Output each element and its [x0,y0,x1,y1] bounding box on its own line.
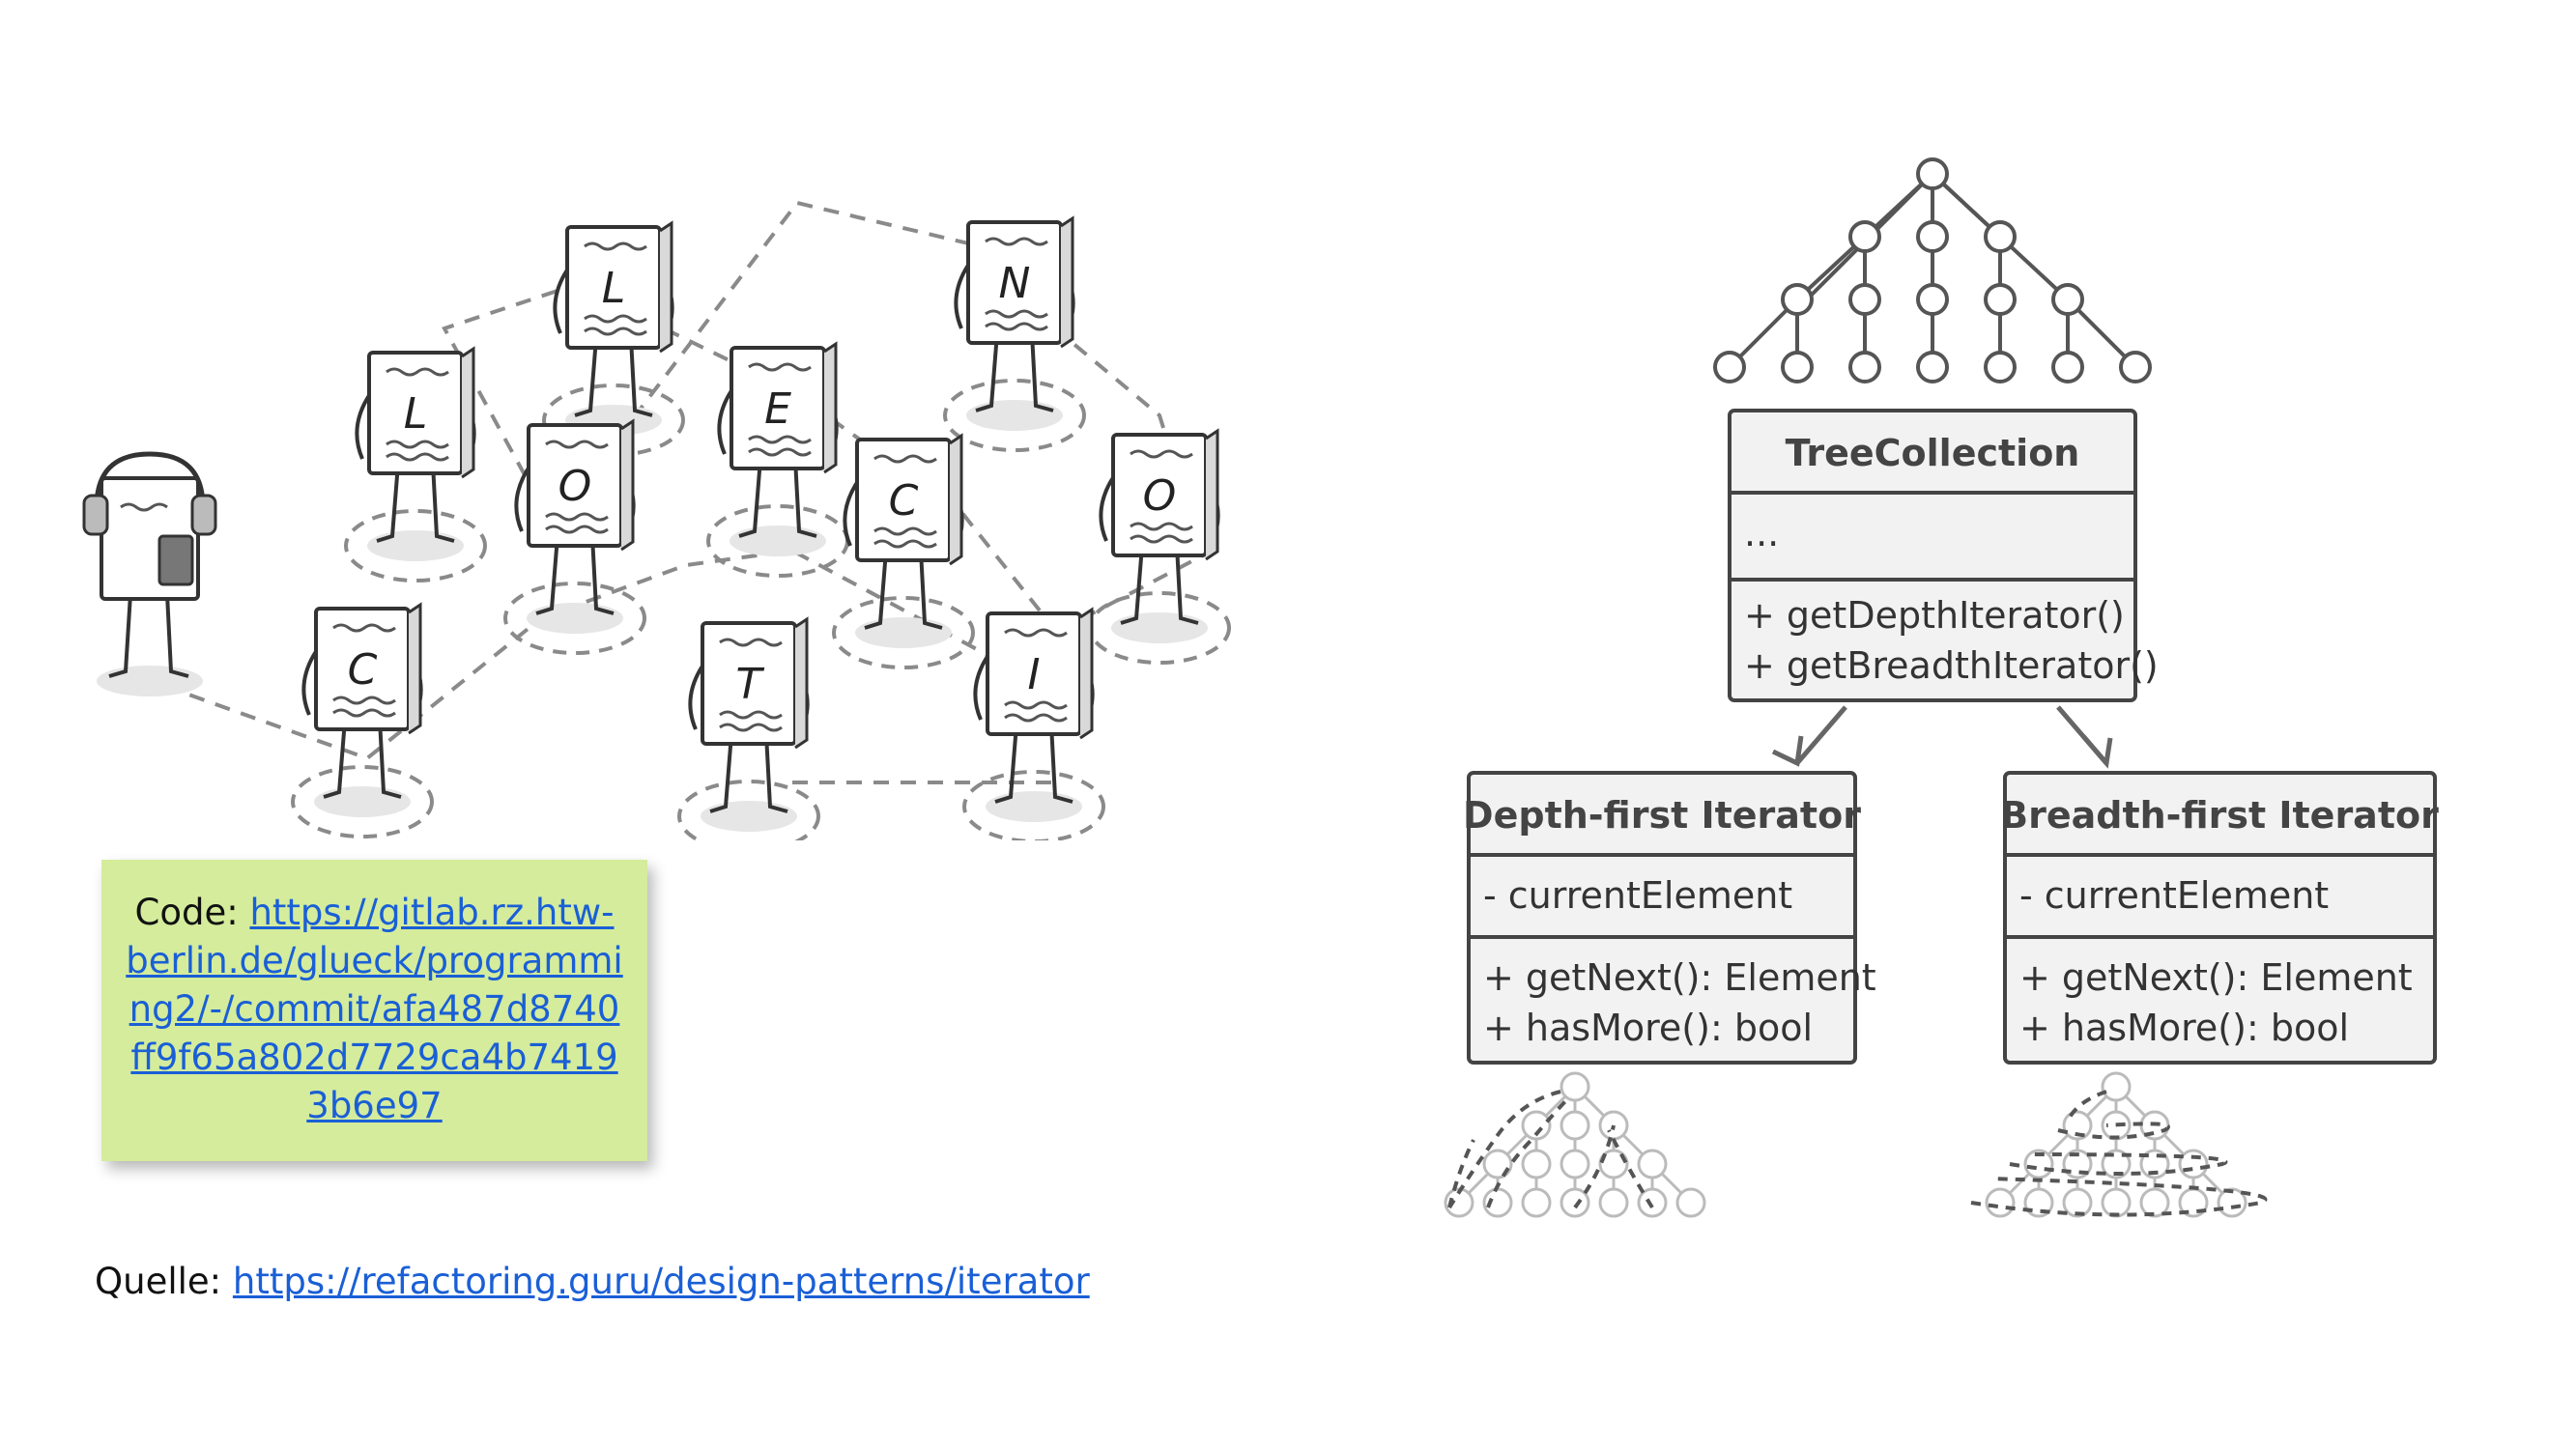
character-card: O [503,418,646,655]
character-letter: O [1143,471,1177,521]
tree-collection-method-2: + getBreadthIterator() [1744,644,2159,687]
depth-iterator-class: Depth-first Iterator - currentElement + … [1463,771,1876,1065]
depth-iterator-method-2: + hasMore(): bool [1483,1007,1813,1049]
character-card: I [962,607,1105,840]
character-letter: N [999,259,1031,308]
character-letter: C [348,645,378,695]
breadth-iterator-title: Breadth-first Iterator [2000,794,2439,837]
client-character [82,451,217,696]
character-card: C [832,433,975,669]
uml-diagram: TreeCollection ... + getDepthIterator() … [1444,157,2439,1218]
character-letter: T [736,660,765,709]
breadth-first-traversal-icon [1970,1071,2268,1218]
breadth-iterator-class: Breadth-first Iterator - currentElement … [2000,771,2439,1065]
character-card: O [1088,428,1231,665]
depth-iterator-method-1: + getNext(): Element [1483,956,1876,999]
character-letter: I [1028,650,1041,699]
association-arrows [1771,705,2113,769]
iterator-illustration: L L E N O C O C T I [82,200,1231,840]
character-card: L [542,220,685,457]
source-line: Quelle: https://refactoring.guru/design-… [95,1261,1090,1302]
character-letter: L [404,389,428,439]
tree-collection-fields: ... [1744,512,1779,554]
breadth-iterator-method-2: + hasMore(): bool [2019,1007,2349,1049]
character-card: N [943,215,1086,452]
tree-collection-class: TreeCollection ... + getDepthIterator() … [1728,409,2159,702]
code-sticky-note: Code: https://gitlab.rz.htw-berlin.de/gl… [101,860,647,1161]
character-card: C [291,602,434,838]
tree-collection-title: TreeCollection [1786,432,2080,474]
breadth-iterator-method-1: + getNext(): Element [2019,956,2413,999]
character-letter: C [889,476,919,526]
character-card: T [677,616,820,840]
character-letter: E [764,384,791,434]
headphones-icon [82,494,109,536]
character-letter: O [558,462,592,511]
source-link[interactable]: https://refactoring.guru/design-patterns… [232,1261,1090,1302]
tree-collection-icon [1713,157,2152,384]
depth-iterator-title: Depth-first Iterator [1463,794,1861,837]
character-card: L [344,346,487,582]
source-label: Quelle: [95,1261,233,1302]
breadth-iterator-field: - currentElement [2019,874,2329,917]
code-link[interactable]: https://gitlab.rz.htw-berlin.de/glueck/p… [126,892,623,1126]
character-card: E [706,341,849,578]
code-label: Code: [134,892,250,933]
character-letter: L [602,264,626,313]
tree-collection-method-1: + getDepthIterator() [1744,594,2125,637]
depth-first-traversal-icon [1444,1071,1706,1218]
route-path [163,200,1206,784]
tablet-icon [157,534,194,586]
depth-iterator-field: - currentElement [1483,874,1792,917]
